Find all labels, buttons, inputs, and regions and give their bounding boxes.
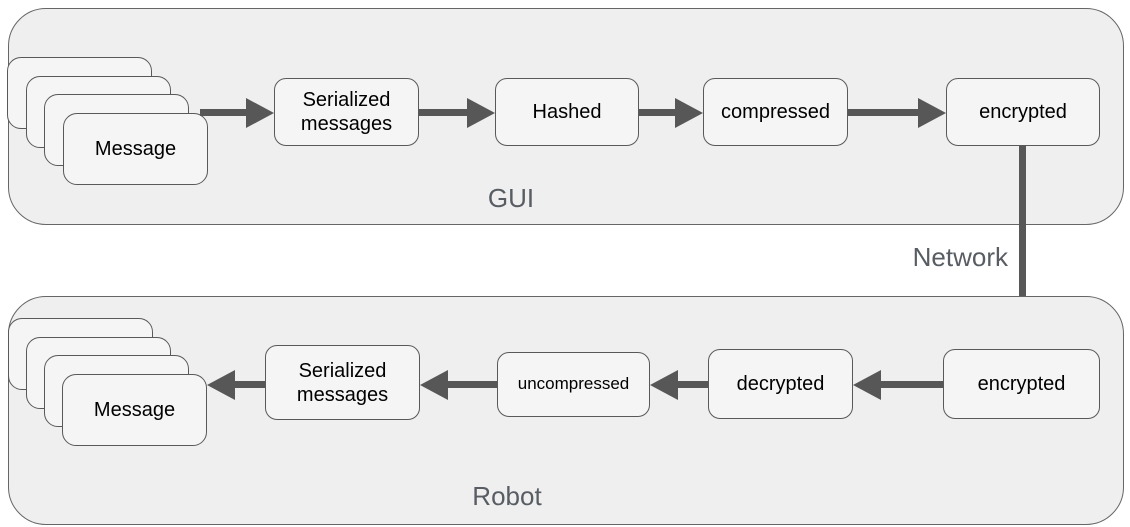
node-label: encrypted xyxy=(979,101,1067,123)
arrow-compressed-to-encrypted xyxy=(848,109,918,116)
gui-container-label: GUI xyxy=(487,183,535,213)
node-label: Serialized messages xyxy=(296,359,389,406)
arrow-hashed-to-compressed xyxy=(639,109,675,116)
node-encrypted-gui: encrypted xyxy=(946,78,1100,146)
network-label: Network xyxy=(912,242,1008,272)
arrow-serialized-to-hashed xyxy=(419,109,467,116)
node-label: Serialized messages xyxy=(300,89,393,135)
node-decrypted: decrypted xyxy=(708,349,853,419)
node-hashed: Hashed xyxy=(495,78,639,146)
node-label: compressed xyxy=(721,101,830,123)
node-compressed: compressed xyxy=(703,78,848,146)
node-label: Hashed xyxy=(532,101,602,123)
arrow-message-to-serialized xyxy=(200,109,246,116)
node-serialized-messages-gui: Serialized messages xyxy=(274,78,419,146)
node-encrypted-robot: encrypted xyxy=(943,349,1100,419)
arrow-decrypted-to-uncompressed xyxy=(678,381,708,388)
node-label: Message xyxy=(93,398,176,421)
node-message-robot: Message xyxy=(62,374,207,446)
node-uncompressed: uncompressed xyxy=(497,352,650,417)
node-serialized-messages-robot: Serialized messages xyxy=(265,345,420,420)
node-label: Message xyxy=(94,137,177,160)
arrow-encrypted-to-decrypted xyxy=(881,381,943,388)
node-label: uncompressed xyxy=(517,374,630,394)
node-message-gui: Message xyxy=(63,113,208,185)
arrow-uncompressed-to-serialized xyxy=(448,381,497,388)
robot-container-label: Robot xyxy=(472,481,542,511)
node-label: decrypted xyxy=(736,373,825,395)
arrow-serialized-to-message xyxy=(235,381,265,388)
node-label: encrypted xyxy=(977,373,1066,395)
arrow-network-down xyxy=(1019,146,1026,321)
